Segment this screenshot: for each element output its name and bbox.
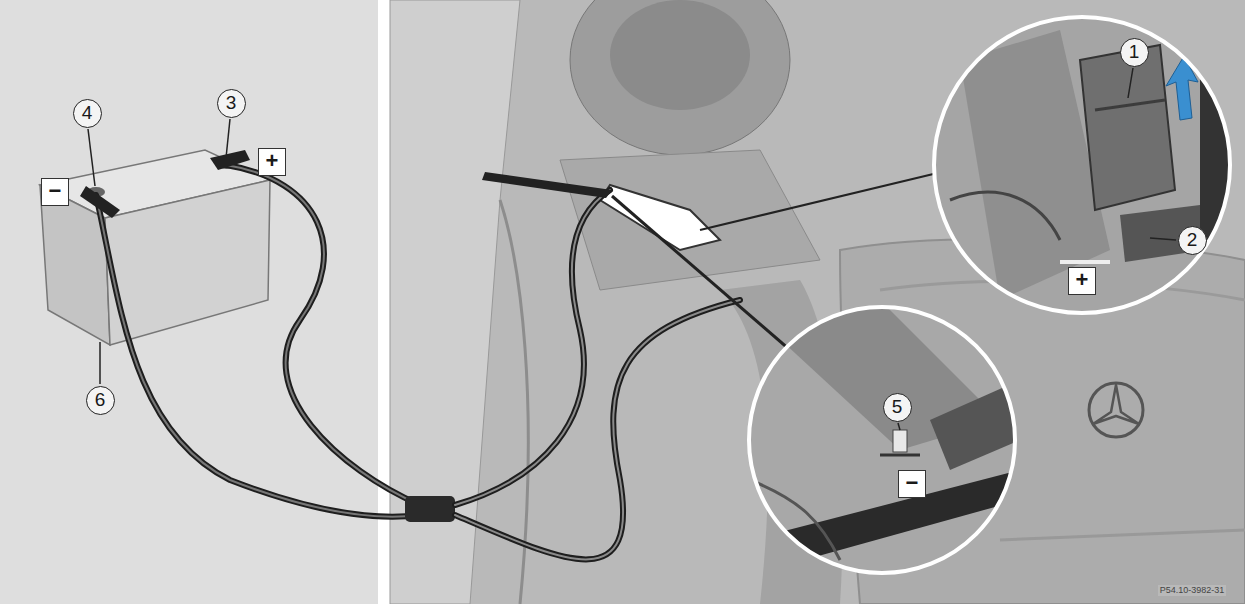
callout-number: 4 [73,99,102,128]
component-tray [560,150,820,290]
cable-highlight [96,195,420,517]
figure-code: P54.10-3982-31 [1158,585,1227,596]
vehicle-positive-clamp [482,172,612,198]
leader-line [99,342,101,384]
engine-bay [390,0,1245,604]
jump-start-point-cover [600,185,720,250]
negative-cable [96,195,420,517]
callout-number: 2 [1178,226,1207,255]
ground-bolt [893,430,907,452]
magnifier-ground-point [740,300,1030,580]
magnifier-pointer [700,170,950,230]
callout-number: 5 [883,393,912,422]
cable-connector [405,496,455,522]
strut-cap [610,0,750,110]
positive-cable [226,165,420,505]
body-rail [750,470,1020,575]
negative-clamp [80,186,120,218]
mercedes-star [1089,383,1143,437]
magnifier-rim [749,307,1015,573]
cable-highlight [455,300,740,559]
engine-bay-details [390,0,1245,604]
callout-number: 1 [1120,38,1149,67]
left-panel [0,0,378,604]
cable-highlight [455,190,610,505]
callout-number: 3 [217,89,246,118]
leader-line [88,129,95,186]
polarity-sign: − [898,470,926,498]
polarity-sign: − [41,178,69,206]
strut-tower [570,0,790,155]
leader-line [898,423,900,430]
terminal-cover [1080,45,1175,210]
magnifier-jump-start-point [930,10,1240,330]
cable-highlight [226,165,420,505]
magnifier-rim [934,17,1230,313]
positive-cable-vehicle [455,190,610,505]
magnifier-pointer [612,196,790,350]
battery-front [105,180,270,345]
callout-number: 6 [86,386,115,415]
negative-cable-vehicle [455,300,740,559]
donor-battery [40,150,270,345]
terminal-bolt [1060,260,1110,264]
polarity-sign: + [258,148,286,176]
leader-line [1128,68,1133,98]
leader-line [226,119,230,158]
jumper-cables [80,150,740,559]
positive-clamp [210,150,250,170]
cover-ridge [1000,530,1245,540]
polarity-sign: + [1068,267,1096,295]
leader-line [1150,238,1176,240]
